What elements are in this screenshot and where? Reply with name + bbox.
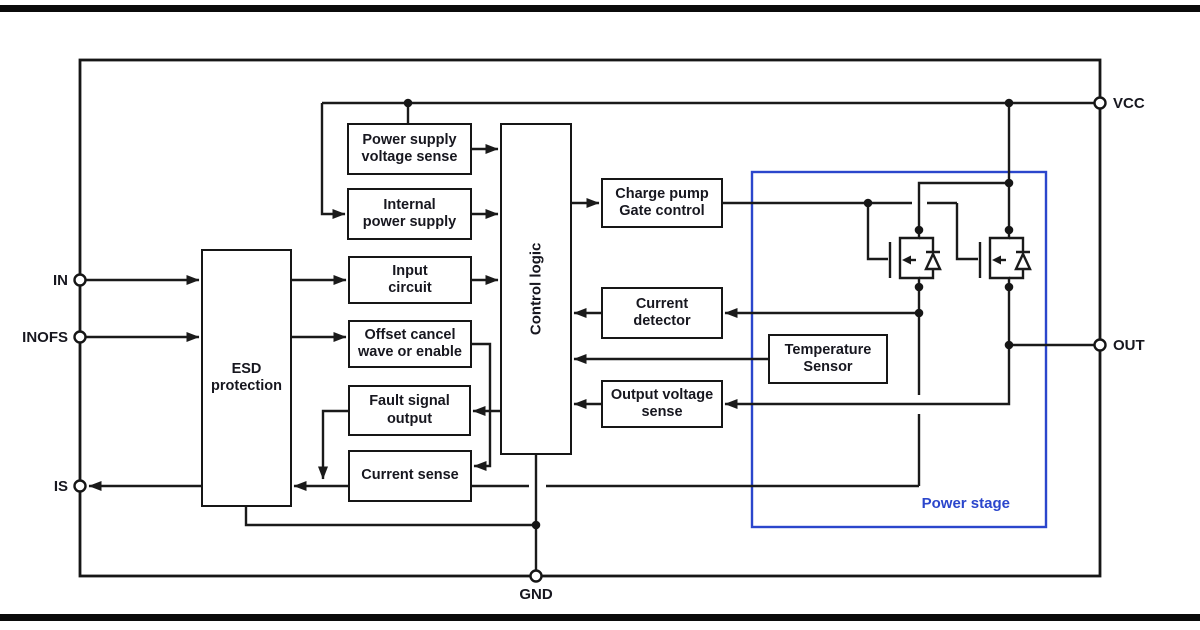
- power-stage-label: Power stage: [921, 495, 1010, 512]
- mosfet-icon: [978, 232, 1032, 287]
- junction-dots: [403, 98, 1014, 530]
- port-label-out: OUT: [1113, 337, 1145, 354]
- inofs-terminal: [73, 330, 87, 344]
- is-terminal: [73, 479, 87, 493]
- block-internal-power-supply: Internal power supply: [347, 188, 472, 240]
- port-label-vcc: VCC: [1113, 95, 1145, 112]
- out-terminal: [1093, 338, 1107, 352]
- block-fault-signal-output: Fault signal output: [348, 385, 471, 436]
- block-offset-cancel: Offset cancel wave or enable: [348, 320, 472, 368]
- block-temperature-sensor: Temperature Sensor: [768, 334, 888, 384]
- mosfet-icon: [888, 232, 942, 287]
- arrow-wires: [86, 103, 1011, 491]
- gnd-terminal: [529, 569, 543, 583]
- power-stage-box: [750, 170, 1048, 529]
- block-charge-pump-gate-control: Charge pump Gate control: [601, 178, 723, 228]
- block-output-voltage-sense: Output voltage sense: [601, 380, 723, 428]
- block-power-supply-voltage-sense: Power supply voltage sense: [347, 123, 472, 175]
- block-control-logic: Control logic: [500, 123, 572, 455]
- control-logic-label: Control logic: [527, 242, 545, 336]
- vcc-terminal: [1093, 96, 1107, 110]
- block-input-circuit: Input circuit: [348, 256, 472, 304]
- page-frame: [0, 5, 1200, 621]
- port-label-inofs: INOFS: [22, 329, 68, 346]
- port-label-is: IS: [53, 478, 68, 495]
- port-label-in: IN: [53, 272, 68, 289]
- block-current-sense: Current sense: [348, 450, 472, 502]
- wires: [244, 101, 1094, 570]
- port-label-gnd: GND: [519, 586, 553, 603]
- block-current-detector: Current detector: [601, 287, 723, 339]
- chip-boundary: [78, 58, 1102, 578]
- in-terminal: [73, 273, 87, 287]
- terminal-circles: [73, 96, 1107, 583]
- block-esd-protection: ESD protection: [201, 249, 292, 507]
